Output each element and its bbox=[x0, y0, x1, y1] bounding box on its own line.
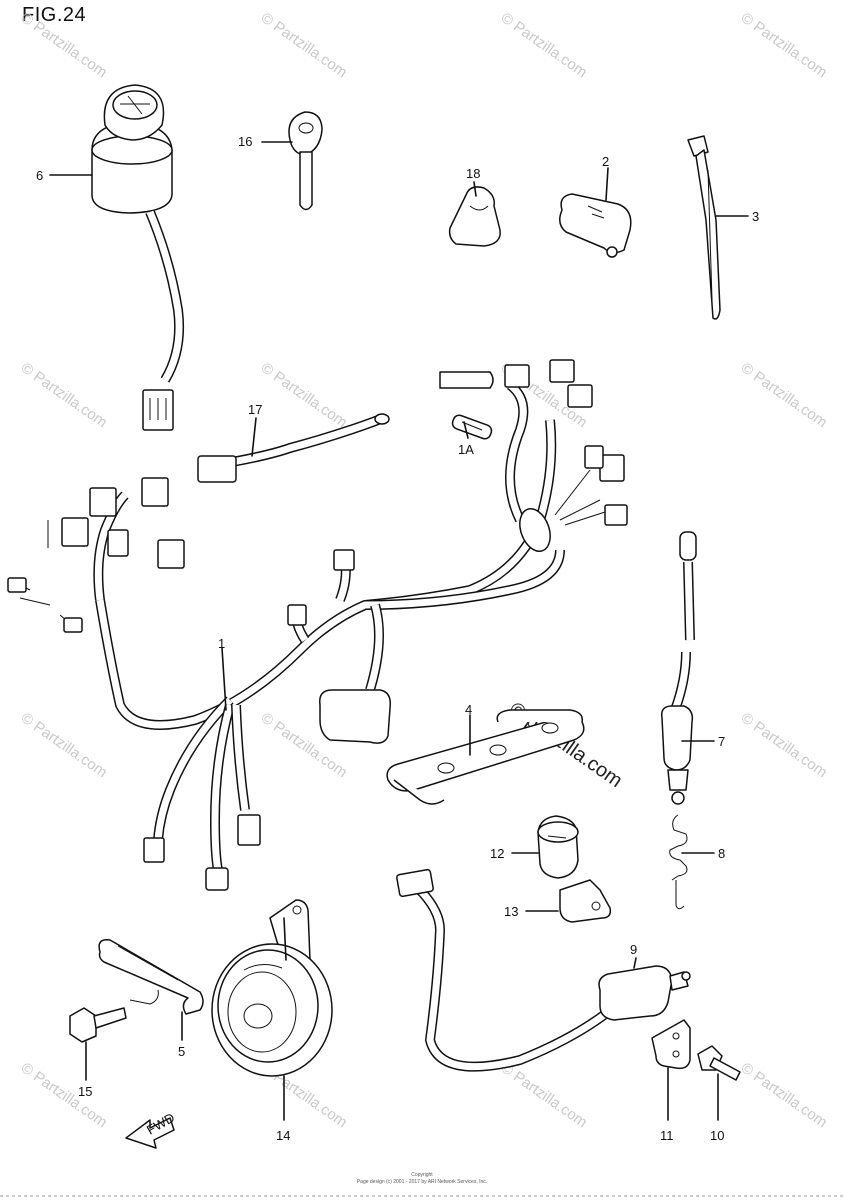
watermark-3: © Partzilla.com bbox=[498, 9, 591, 81]
part-16-key[interactable] bbox=[288, 111, 323, 211]
callout-2: 2 bbox=[602, 154, 609, 169]
part-6-ignition-switch[interactable] bbox=[91, 84, 185, 431]
callout-10: 10 bbox=[710, 1128, 724, 1143]
part-18-clamp[interactable] bbox=[448, 186, 501, 247]
callout-9: 9 bbox=[630, 942, 637, 957]
part-5-clamp-band[interactable] bbox=[98, 939, 204, 1015]
watermark-9: © Partzilla.com bbox=[18, 709, 111, 781]
part-15-bolt[interactable] bbox=[69, 1007, 127, 1043]
watermark-14: © Partzilla.com bbox=[498, 1059, 591, 1131]
leader-lines bbox=[49, 141, 749, 1121]
callout-3: 3 bbox=[752, 209, 759, 224]
callout-16: 16 bbox=[238, 134, 252, 149]
front-direction-arrow: FWD bbox=[125, 1110, 177, 1149]
part-8-spring[interactable] bbox=[669, 814, 688, 910]
part-10-bolt[interactable] bbox=[697, 1045, 741, 1081]
part-7-switch[interactable] bbox=[660, 531, 697, 805]
part-2-clamp[interactable] bbox=[559, 193, 632, 258]
callout-7: 7 bbox=[718, 734, 725, 749]
part-1a-fuse[interactable] bbox=[451, 414, 493, 441]
part-9-stop-switch[interactable] bbox=[396, 868, 691, 1072]
callout-17: 17 bbox=[248, 402, 262, 417]
figure-title: FIG.24 bbox=[22, 4, 87, 26]
copyright-line-1: Copyright bbox=[411, 1172, 433, 1178]
callout-8: 8 bbox=[718, 846, 725, 861]
copyright-line-2: Page design (c) 2001 - 2017 by ARI Netwo… bbox=[356, 1179, 488, 1185]
part-1-wiring-harness[interactable] bbox=[7, 359, 628, 891]
part-14-horn[interactable] bbox=[211, 899, 333, 1077]
callout-18: 18 bbox=[466, 166, 480, 181]
watermark-1: © Partzilla.com bbox=[18, 9, 111, 81]
part-4-bracket[interactable] bbox=[386, 709, 585, 805]
watermark-8: © Partzilla.com bbox=[738, 359, 831, 431]
callout-15: 15 bbox=[78, 1084, 92, 1099]
watermark-6: © Partzilla.com bbox=[258, 359, 351, 431]
part-17-lead-wire[interactable] bbox=[197, 413, 390, 483]
callout-12: 12 bbox=[490, 846, 504, 861]
watermark-5: © Partzilla.com bbox=[18, 359, 111, 431]
callout-1a: 1A bbox=[458, 442, 474, 457]
part-11-bracket[interactable] bbox=[651, 1019, 691, 1070]
part-13-relay-bracket[interactable] bbox=[559, 879, 612, 923]
callout-1: 1 bbox=[218, 636, 225, 651]
watermark-12: © Partzilla.com bbox=[18, 1059, 111, 1131]
callout-6: 6 bbox=[36, 168, 43, 183]
callout-13: 13 bbox=[504, 904, 518, 919]
callout-14: 14 bbox=[276, 1128, 290, 1143]
watermark-4: © Partzilla.com bbox=[738, 9, 831, 81]
watermark-11: © Partzilla.com bbox=[738, 709, 831, 781]
callout-4: 4 bbox=[465, 702, 472, 717]
watermark-15: © Partzilla.com bbox=[738, 1059, 831, 1131]
callout-labels: 6 16 18 2 3 17 1A 1 4 7 8 12 13 9 5 15 1… bbox=[36, 134, 759, 1143]
part-3-cable-tie[interactable] bbox=[687, 135, 721, 320]
part-12-relay[interactable] bbox=[537, 815, 579, 879]
callout-11: 11 bbox=[660, 1128, 674, 1143]
watermark-2: © Partzilla.com bbox=[258, 9, 351, 81]
callout-5: 5 bbox=[178, 1044, 185, 1059]
